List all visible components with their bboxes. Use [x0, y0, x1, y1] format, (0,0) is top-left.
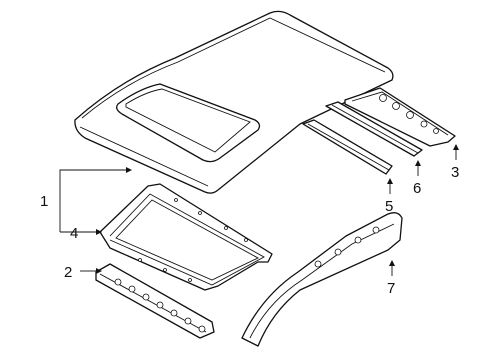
rail-hole-2 — [392, 102, 400, 110]
header-hole-3 — [142, 293, 150, 301]
rail-hole-1 — [379, 94, 387, 102]
front-header[interactable] — [95, 263, 215, 339]
leader-1-arrow — [126, 167, 132, 173]
callout-5: 5 — [385, 198, 393, 215]
frame-hole-6 — [163, 268, 167, 272]
siderail-hole-2 — [334, 248, 342, 256]
leader-4-arrow — [96, 229, 102, 235]
leader-5-arrow — [387, 178, 393, 184]
siderail-hole-4 — [372, 226, 380, 234]
callout-1: 1 — [40, 193, 48, 210]
header-hole-1 — [114, 278, 122, 286]
callout-2: 2 — [64, 264, 72, 281]
callout-3: 3 — [451, 164, 459, 181]
leader-lines — [59, 144, 459, 276]
siderail-hole-1 — [314, 260, 322, 268]
leader-7-arrow — [389, 260, 395, 266]
rail-hole-4 — [420, 120, 428, 128]
rail-hole-3 — [406, 111, 414, 119]
callout-7: 7 — [387, 280, 395, 297]
header-hole-2 — [128, 285, 136, 293]
siderail-hole-3 — [354, 236, 362, 244]
roof-bow-5[interactable] — [302, 119, 393, 175]
frame-hole-5 — [138, 258, 142, 262]
frame-hole-1 — [174, 198, 178, 202]
header-hole-6 — [184, 317, 192, 325]
frame-hole-4 — [244, 238, 248, 242]
rear-rail[interactable] — [344, 87, 456, 147]
header-hole-5 — [170, 309, 178, 317]
leader-1 — [59, 169, 126, 200]
leader-3-arrow — [453, 144, 459, 150]
roof-panel[interactable] — [74, 10, 394, 194]
callout-6: 6 — [413, 180, 421, 197]
frame-hole-3 — [224, 226, 228, 230]
leader-6-arrow — [415, 160, 421, 166]
roof-bow-6[interactable] — [325, 101, 423, 157]
frame-hole-2 — [198, 211, 202, 215]
rail-hole-5 — [433, 128, 439, 134]
callout-4: 4 — [70, 225, 78, 242]
header-hole-7 — [198, 325, 206, 333]
leader-2-arrow — [96, 268, 102, 274]
frame-hole-7 — [188, 278, 192, 282]
side-rail[interactable] — [241, 212, 403, 347]
sunroof-frame[interactable] — [99, 183, 273, 291]
header-hole-4 — [156, 301, 164, 309]
